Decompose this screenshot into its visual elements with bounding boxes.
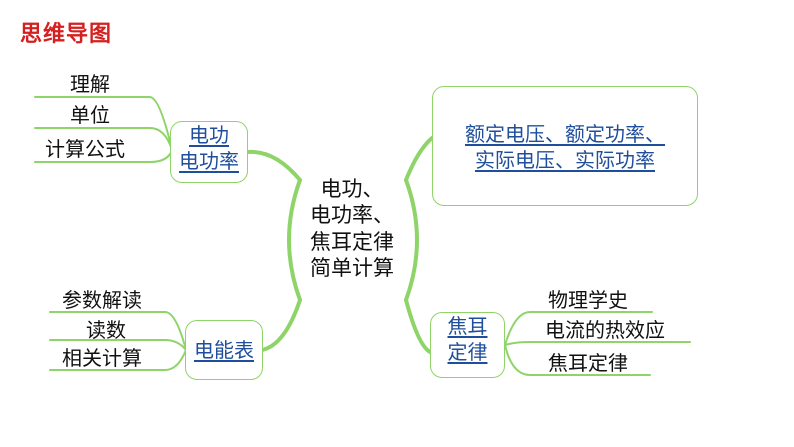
leaf-joule-law: 焦耳定律: [548, 351, 628, 375]
leaf-physics-history: 物理学史: [548, 288, 628, 312]
branch-top-right: [404, 136, 434, 182]
leaf-line-lijie: [34, 96, 173, 151]
leaf-understanding: 理解: [70, 72, 110, 96]
center-bracket-left: [287, 178, 302, 302]
leaf-unit: 单位: [70, 103, 110, 127]
node-energy-meter[interactable]: 电能表: [185, 320, 263, 380]
leaf-line-jiaoer: [504, 344, 651, 376]
leaf-parameters: 参数解读: [62, 288, 142, 312]
node-rated-line-2[interactable]: 实际电压、实际功率: [475, 148, 655, 172]
branch-bottom-left: [260, 298, 302, 352]
leaf-heating-effect: 电流的热效应: [545, 318, 665, 342]
node-joule-line-1[interactable]: 焦耳: [447, 314, 488, 338]
leaf-line-canshu: [49, 311, 187, 351]
node-joule-law[interactable]: 焦耳 定律: [430, 312, 505, 378]
center-line-2: 电功率、: [310, 203, 394, 228]
center-line-4: 简单计算: [310, 255, 394, 280]
node-energy-meter-label[interactable]: 电能表: [194, 338, 254, 362]
branch-bottom-right: [404, 298, 432, 354]
node-joule-line-2[interactable]: 定律: [447, 340, 488, 364]
node-rated-actual[interactable]: 额定电压、额定功率、 实际电压、实际功率: [432, 86, 698, 206]
leaf-calculation: 相关计算: [62, 346, 142, 370]
node-electric-work[interactable]: 电功 电功率: [170, 121, 248, 183]
leaf-line-dushu: [49, 339, 187, 351]
branch-top-left: [246, 149, 302, 182]
page-title: 思维导图: [20, 22, 113, 47]
leaf-line-wuli: [504, 311, 653, 346]
center-line-3: 焦耳定律: [310, 229, 394, 254]
center-node: 电功、 电功率、 焦耳定律 简单计算: [288, 176, 416, 281]
center-bracket-right: [404, 178, 419, 302]
center-line-1: 电功、: [320, 177, 384, 201]
leaf-reading: 读数: [86, 318, 126, 342]
node-rated-line-1[interactable]: 额定电压、额定功率、: [465, 122, 665, 146]
leaf-formula: 计算公式: [45, 137, 125, 161]
leaf-line-xiangguan: [49, 349, 187, 371]
node-electric-work-line-1[interactable]: 电功: [189, 123, 229, 147]
leaf-line-dianliu: [504, 341, 691, 346]
node-electric-work-line-2[interactable]: 电功率: [179, 149, 239, 173]
